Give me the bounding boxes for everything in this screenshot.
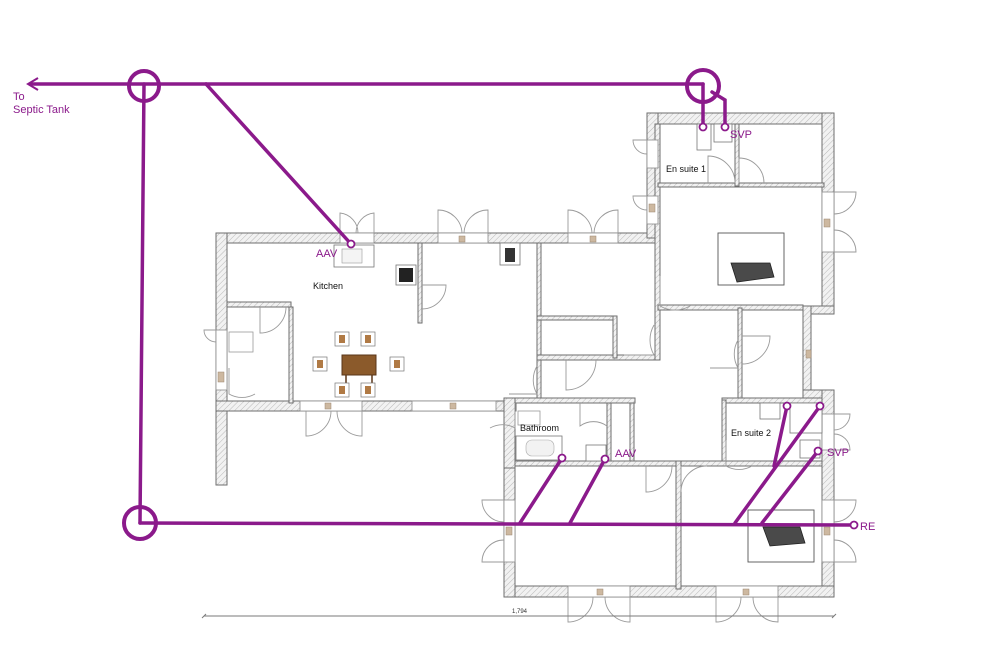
bathroom-wc	[517, 410, 541, 426]
drainage-pipes	[26, 77, 854, 527]
bathroom-basin	[585, 444, 607, 462]
node-ensuite2-a	[815, 401, 825, 411]
pipe-ensuite2-b	[760, 449, 820, 525]
pipe-kitchen-branch	[204, 82, 353, 246]
utility-sink	[228, 331, 254, 353]
node-re	[849, 520, 859, 530]
node-svp-top-b	[720, 122, 730, 132]
re-label: RE	[860, 521, 875, 533]
chamber-top-right	[685, 68, 721, 104]
node-ensuite2-c	[782, 401, 792, 411]
pipe-labels: To Septic Tank SVP AAV AAV SVP RE	[13, 91, 875, 533]
septic-label-line1: To	[13, 91, 25, 103]
dining-chairs	[312, 331, 405, 398]
chamber-bottom-left	[122, 505, 158, 541]
svp-top-label: SVP	[730, 129, 752, 141]
svp-bottom-label: SVP	[827, 447, 849, 459]
pipe-main-bottom	[138, 521, 854, 527]
pipe-bath-branch	[518, 456, 564, 525]
pipe-basin-branch	[568, 457, 607, 525]
dimension-label: 1,794	[512, 609, 528, 615]
dining-table	[341, 354, 377, 376]
pipe-left-vertical	[138, 82, 146, 525]
septic-label-line2: Septic Tank	[13, 104, 70, 116]
aav-bathroom-label: AAV	[615, 448, 637, 460]
room-label-bathroom: Bathroom	[520, 423, 559, 433]
node-ensuite2-b	[813, 446, 823, 456]
node-bath	[557, 453, 567, 463]
en-suite-2-basin	[759, 402, 781, 420]
node-svp-top-a	[698, 122, 708, 132]
pipe-ensuite2-c	[772, 404, 789, 468]
inspection-chambers	[122, 68, 721, 541]
node-basin	[600, 454, 610, 464]
pipe-ensuite2-a	[733, 404, 822, 525]
septic-arrow	[26, 77, 39, 91]
node-kitchen-aav	[346, 239, 356, 249]
dimension-line: 1,794	[201, 609, 837, 619]
fixtures	[217, 123, 831, 596]
room-label-kitchen: Kitchen	[313, 281, 343, 291]
aav-kitchen-label: AAV	[316, 248, 338, 260]
room-label-en-suite-2: En suite 2	[731, 428, 771, 438]
room-label-en-suite-1: En suite 1	[666, 164, 706, 174]
pipe-nodes	[346, 122, 859, 530]
chamber-top-left	[127, 69, 161, 103]
room-labels: Kitchen Bathroom En suite 1 En suite 2	[313, 164, 771, 438]
